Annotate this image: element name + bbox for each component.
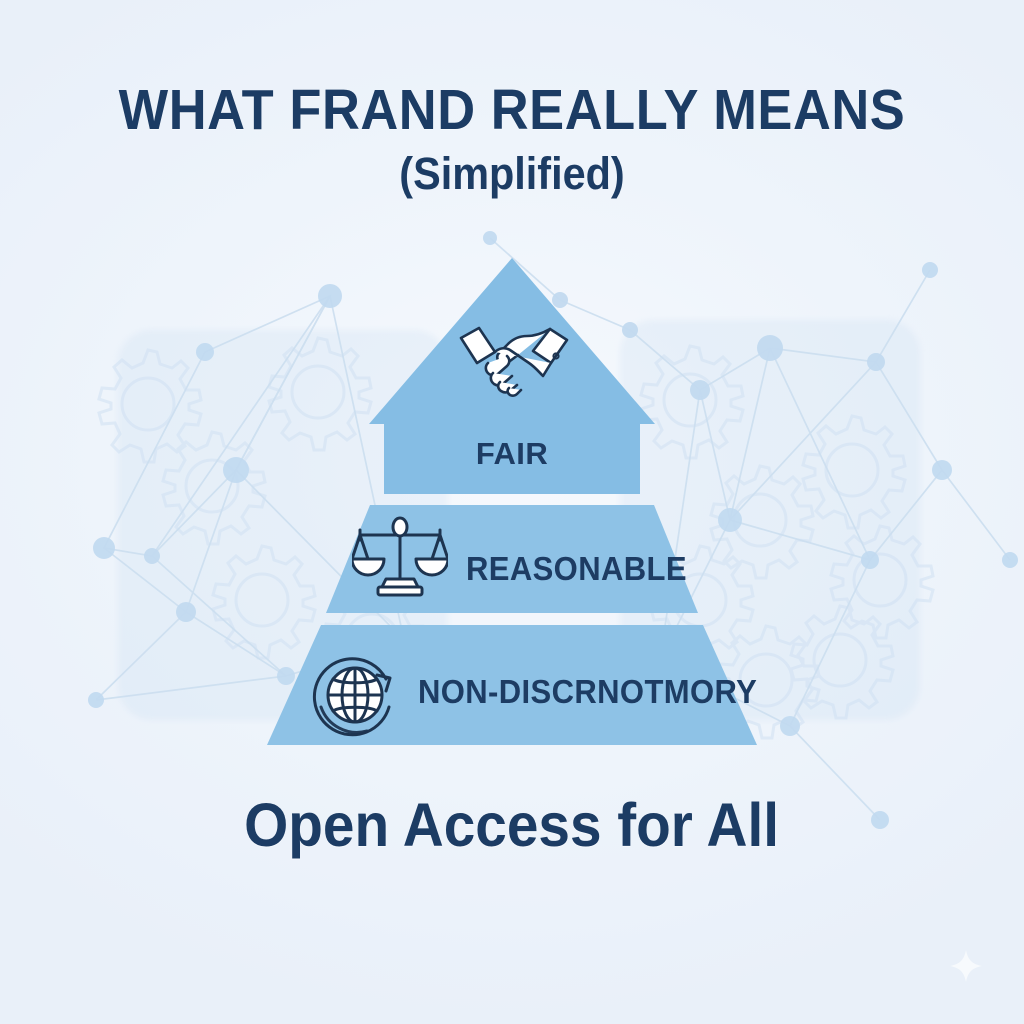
page-title: WHAT FRAND REALLY MEANS (Simplified) <box>0 78 1024 199</box>
title-line-1: WHAT FRAND REALLY MEANS <box>118 78 906 142</box>
title-line-2: (Simplified) <box>399 148 625 199</box>
footer-caption: Open Access for All <box>0 795 1024 856</box>
tier-label-reasonable: REASONABLE <box>466 550 687 587</box>
tier-label-fair: FAIR <box>475 436 549 471</box>
globe-refresh-icon <box>305 645 409 745</box>
scales-of-justice-icon <box>350 515 450 601</box>
pyramid-tier-nondiscriminatory-shape[interactable] <box>267 625 757 745</box>
tier-label-non-discriminatory: NON-DISCRNOTMORY <box>418 673 758 710</box>
footer-caption-text: Open Access for All <box>244 791 780 859</box>
handshake-icon <box>455 318 573 398</box>
sparkle-icon <box>950 950 982 982</box>
